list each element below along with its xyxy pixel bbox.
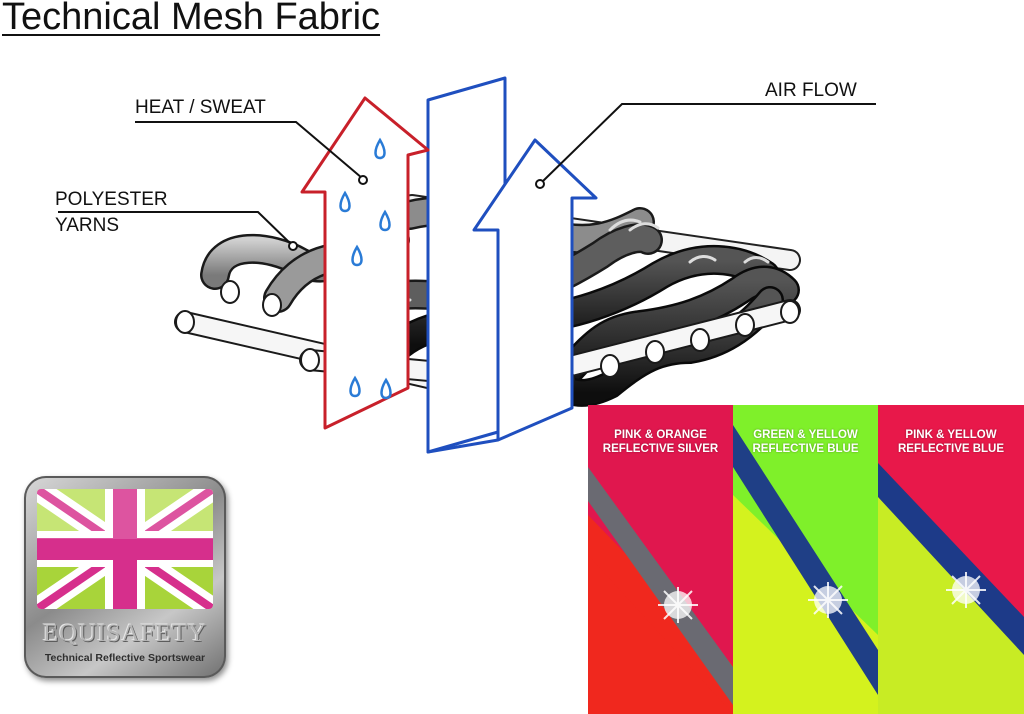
polyester-label-line1: POLYESTER [55,189,168,210]
swatch-pink-yellow: PINK & YELLOW REFLECTIVE BLUE [878,405,1024,714]
air-flow-label: AIR FLOW [765,80,857,101]
logo-tagline: Technical Reflective Sportswear [44,652,206,664]
air-flow-arrow [426,138,598,454]
equisafety-logo: EQUISAFETY Technical Reflective Sportswe… [24,476,226,678]
polyester-label-line2: YARNS [55,215,120,236]
color-swatches: PINK & ORANGE REFLECTIVE SILVER GREEN & … [588,405,1024,714]
air-flow-box [426,76,507,454]
droplet-icon [380,377,392,400]
droplet-icon [379,209,391,232]
swatch-label: PINK & ORANGE REFLECTIVE SILVER [602,429,719,455]
droplet-icon [374,137,386,160]
union-jack-icon [37,489,213,609]
swatch-graphic [588,405,733,714]
heat-sweat-label: HEAT / SWEAT [135,97,266,118]
swatch-label: GREEN & YELLOW REFLECTIVE BLUE [752,429,859,455]
leader-lines [58,103,876,251]
swatch-graphic [878,405,1024,714]
swatch-label: PINK & YELLOW REFLECTIVE BLUE [897,429,1005,455]
droplet-icon [339,190,351,213]
air-box-back [426,76,507,454]
swatch-graphic [733,405,878,714]
droplet-icon [349,375,361,398]
droplet-icon [351,244,363,267]
heat-arrow [300,96,430,430]
sweat-droplets [339,137,392,400]
swatch-pink-orange: PINK & ORANGE REFLECTIVE SILVER [588,405,733,714]
page-title: Technical Mesh Fabric [2,0,381,38]
mesh-fabric-diagram [58,76,876,454]
swatch-green-yellow: GREEN & YELLOW REFLECTIVE BLUE [733,405,878,714]
logo-brand-name: EQUISAFETY [42,620,208,647]
